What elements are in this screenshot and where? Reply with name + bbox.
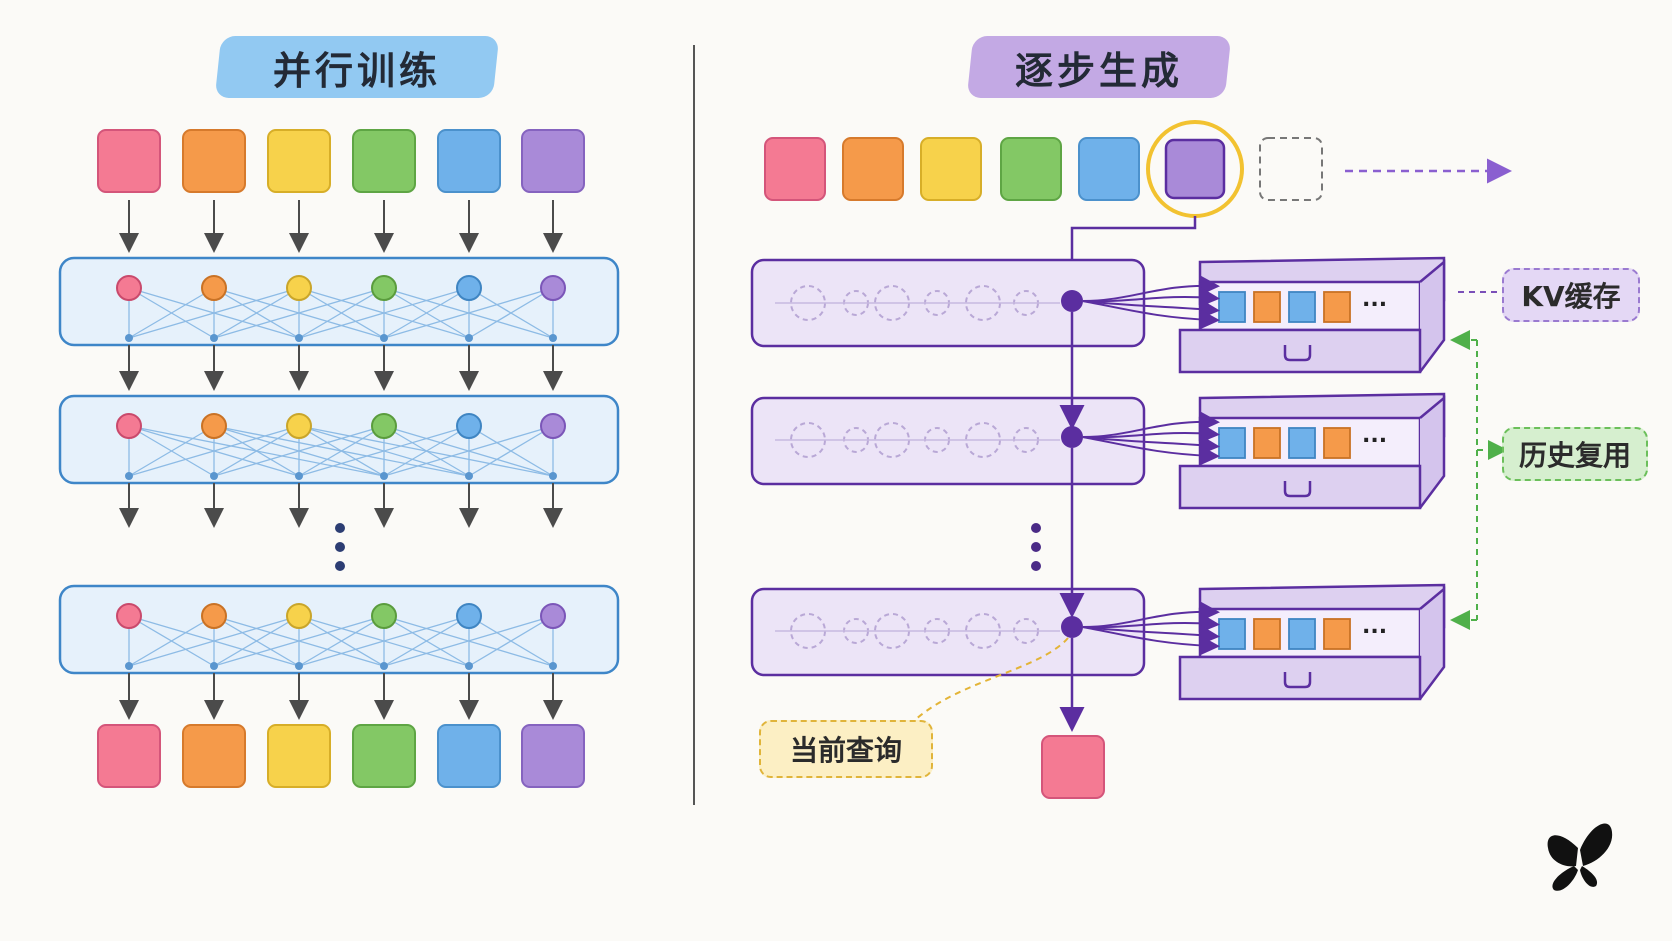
query-label: 当前查询	[789, 734, 902, 767]
left-output-arrows	[119, 673, 563, 720]
left-title-text: 并行训练	[272, 48, 441, 93]
query-annotation-line	[914, 637, 1069, 721]
left-output-token-6	[521, 724, 585, 788]
left-output-token-5	[437, 724, 501, 788]
query-path-top	[1059, 216, 1197, 293]
left-layer-arrows-2	[119, 483, 563, 528]
left-layer-arrows-1	[119, 345, 563, 391]
right-layer-2	[750, 396, 1146, 486]
query-tag: 当前查询	[759, 720, 933, 778]
right-layer-ellipsis	[1031, 523, 1041, 571]
kv-drawer-2	[1178, 392, 1446, 510]
right-layer-1	[750, 258, 1146, 348]
right-input-token-3	[920, 137, 982, 201]
left-input-token-6	[521, 129, 585, 193]
future-token-placeholder	[1259, 137, 1323, 201]
kv-ellipsis-1: ...	[1362, 287, 1388, 312]
left-output-token-3	[267, 724, 331, 788]
kv-ellipsis-3: ...	[1362, 614, 1388, 639]
attention-fan-2	[1082, 411, 1220, 466]
kv-ellipsis-2: ...	[1362, 423, 1388, 448]
attention-fan-3	[1082, 601, 1220, 656]
right-input-token-1	[764, 137, 826, 201]
left-title: 并行训练	[214, 36, 500, 98]
panel-divider	[693, 45, 695, 805]
left-layer-1	[58, 256, 620, 347]
left-input-token-5	[437, 129, 501, 193]
kv-drawer-3	[1178, 583, 1446, 701]
right-output-token	[1041, 735, 1105, 799]
left-input-token-1	[97, 129, 161, 193]
reuse-bracket	[1450, 330, 1508, 630]
right-layer-3	[750, 587, 1146, 677]
right-input-token-2	[842, 137, 904, 201]
reuse-label: 历史复用	[1518, 439, 1631, 472]
left-input-token-4	[352, 129, 416, 193]
right-input-token-4	[1000, 137, 1062, 201]
kv-drawer-1	[1178, 256, 1446, 374]
attention-fan-1	[1082, 275, 1220, 330]
right-title: 逐步生成	[966, 36, 1232, 98]
left-input-token-3	[267, 129, 331, 193]
right-title-text: 逐步生成	[1014, 48, 1183, 93]
right-input-token-current	[1164, 138, 1226, 200]
left-layer-ellipsis	[335, 523, 345, 571]
right-input-token-5	[1078, 137, 1140, 201]
kv-cache-tag: KV缓存	[1502, 268, 1640, 322]
butterfly-logo-icon	[1547, 823, 1613, 891]
left-output-token-4	[352, 724, 416, 788]
left-output-token-2	[182, 724, 246, 788]
kv-cache-label: KV缓存	[1521, 280, 1621, 313]
left-output-token-1	[97, 724, 161, 788]
left-layer-3	[58, 584, 620, 675]
left-layer-2	[58, 394, 620, 485]
reuse-tag: 历史复用	[1502, 427, 1648, 481]
left-input-token-2	[182, 129, 246, 193]
left-input-arrows	[119, 200, 563, 253]
